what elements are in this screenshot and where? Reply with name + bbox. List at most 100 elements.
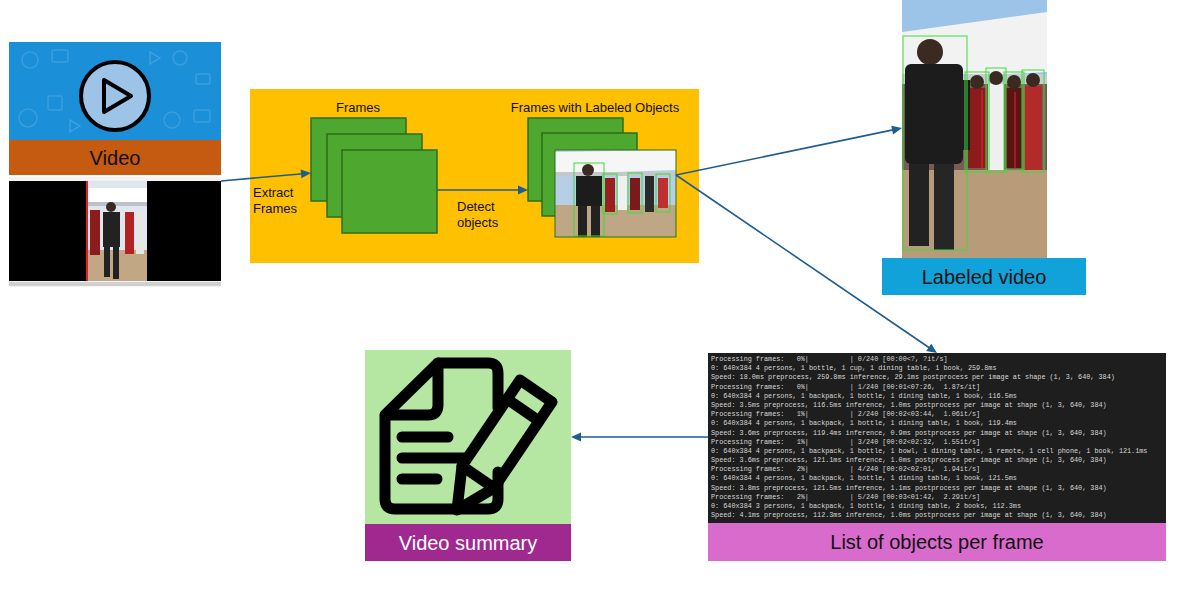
labeled-frames-stack-part xyxy=(605,178,615,212)
video-icon-part-part xyxy=(150,52,160,64)
labeled-frames-node: Frames with Labeled Objects xyxy=(528,118,676,237)
labeled-video-photo-part xyxy=(982,90,1015,170)
video-screenshot-part xyxy=(9,282,221,286)
labeled-frames-stack-part xyxy=(618,176,627,210)
labeled-frames-stack-part xyxy=(645,176,654,212)
video-screenshot-part xyxy=(103,212,120,247)
labeled-video-photo-part xyxy=(989,71,1003,85)
labeled-video-photo xyxy=(902,0,1047,258)
labeled-video-photo-part xyxy=(903,36,1044,250)
stack-heading: Frames xyxy=(336,101,380,115)
video-screenshot-part xyxy=(104,247,110,277)
band-label: List of objects per frame xyxy=(708,523,1166,561)
labeled-video-photo-part-part xyxy=(1022,70,1044,172)
console-line: Processing frames: 1%| | 2/240 [00:02<03… xyxy=(711,410,1163,419)
console-line: Processing frames: 0%| | 0/240 [00:00<?,… xyxy=(711,355,1163,364)
arrow-head xyxy=(571,432,581,441)
edge-label: Detect objects xyxy=(457,199,513,230)
video-icon-part-part xyxy=(19,109,37,127)
labeled-video-photo-part-part xyxy=(903,36,967,250)
labeled-video-photo-part xyxy=(988,84,1004,170)
labeled-video-photo-part xyxy=(1024,86,1042,170)
labeled-frames-stack xyxy=(528,118,676,237)
arrow-head xyxy=(926,344,937,353)
video-screenshot-part xyxy=(87,181,147,281)
labeled-frames-stack-part xyxy=(591,206,600,237)
labeled-video-panel: Labeled video xyxy=(882,0,1086,295)
video-icon xyxy=(9,42,221,140)
summary-icon xyxy=(365,350,571,524)
connector-line xyxy=(579,436,708,438)
video-icon-part xyxy=(81,62,149,130)
labeled-video-photo-part xyxy=(1006,88,1022,168)
video-icon-part-part xyxy=(194,110,210,122)
flow-arrow xyxy=(437,185,528,194)
labeled-frames-stack-part-part xyxy=(603,174,617,214)
console-line: 0: 640x384 4 persons, 1 backpack, 1 bott… xyxy=(711,392,1163,401)
labeled-frames-stack-part-part xyxy=(628,173,642,213)
labeled-video-photo-part xyxy=(902,0,1047,258)
video-screenshot-part xyxy=(9,181,221,281)
arrow-head xyxy=(891,126,902,135)
labeled-video-photo-part-part xyxy=(1004,72,1024,170)
terminal-panel xyxy=(708,353,1166,523)
summary-icon-part xyxy=(365,350,571,524)
video-icon-part xyxy=(9,42,221,140)
labeled-frames-stack-part xyxy=(576,176,602,206)
arrow-head xyxy=(301,169,311,178)
video-icon-part xyxy=(19,50,210,132)
video-screenshot-part xyxy=(87,202,147,206)
summary-icon-part-part xyxy=(507,399,539,421)
video-icon-part xyxy=(104,80,131,112)
labeled-frames-stack-part-part xyxy=(574,163,604,236)
labeled-frames-stack-part xyxy=(582,164,594,176)
frames-stack-part xyxy=(342,150,437,233)
labeled-frames-stack-part-part xyxy=(656,174,670,212)
video-screenshot-part xyxy=(9,177,221,287)
video-screenshot-part xyxy=(106,202,116,212)
summary-icon-part-part xyxy=(462,380,552,488)
labeled-video-photo-part xyxy=(970,75,984,89)
frames-stack xyxy=(311,118,437,233)
stack-heading: Frames with Labeled Objects xyxy=(511,101,679,115)
flow-arrow xyxy=(571,432,708,441)
console-line: Speed: 3.5ms preprocess, 116.5ms inferen… xyxy=(711,401,1163,410)
arrow-head xyxy=(518,185,528,194)
frames-stack-node: Frames xyxy=(311,118,437,233)
video-icon-part-part xyxy=(164,112,180,128)
labeled-video-photo-part-part xyxy=(965,72,989,172)
summary-panel: Video summary xyxy=(365,350,571,561)
labeled-frames-stack-part xyxy=(555,150,676,174)
band-label: Video summary xyxy=(365,524,571,561)
video-icon-part-part xyxy=(173,51,187,65)
video-icon-part-part xyxy=(70,120,80,132)
labeled-frames-stack-part xyxy=(658,178,668,208)
labeled-video-photo-part xyxy=(905,64,963,164)
console-line: 0: 640x384 3 persons, 1 backpack, 1 bott… xyxy=(711,502,1163,511)
labeled-frames-stack-part xyxy=(578,206,587,237)
labeled-frames-stack-part xyxy=(555,205,676,237)
labeled-video-photo-part-part xyxy=(982,90,983,170)
console-line: 0: 640x384 4 persons, 1 backpack, 1 bott… xyxy=(711,447,1163,456)
band-label: Video xyxy=(9,140,221,175)
process-panel xyxy=(250,89,699,263)
video-screenshot-part xyxy=(113,247,119,279)
summary-icon-part-part xyxy=(438,363,498,408)
video-screenshot-part xyxy=(125,212,134,254)
labeled-video-photo-part xyxy=(968,88,986,168)
console-line: Speed: 3.6ms preprocess, 119.4ms inferen… xyxy=(711,429,1163,438)
video-screenshot xyxy=(9,177,221,287)
video-icon-part-part xyxy=(48,96,62,110)
edge-label: Extract Frames xyxy=(253,185,311,216)
connector-line xyxy=(437,189,520,191)
video-icon-part-part xyxy=(196,74,210,84)
band-label: Labeled video xyxy=(882,258,1086,295)
labeled-video-photo-part xyxy=(1007,75,1021,89)
video-screenshot-part xyxy=(136,214,144,254)
console-line: Speed: 4.1ms preprocess, 112.3ms inferen… xyxy=(711,511,1163,520)
flow-arrow xyxy=(676,126,902,175)
labeled-frames-stack-part xyxy=(630,178,640,210)
labeled-video-photo-part-part xyxy=(1015,92,1016,170)
video-icon-part-part xyxy=(52,50,68,62)
console-line: Processing frames: 2%| | 5/240 [00:03<01… xyxy=(711,493,1163,502)
